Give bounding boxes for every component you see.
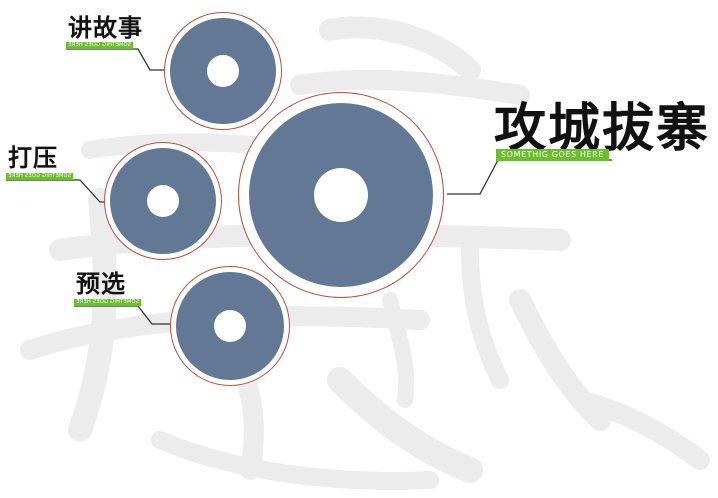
leader-select <box>74 305 170 325</box>
fight-tag: SOMETHIG GOES HERE <box>6 173 74 180</box>
leader-main <box>447 159 612 195</box>
select-title: 预选 <box>76 270 126 298</box>
fight-title: 打压 <box>8 144 58 172</box>
main-tag: SOMETHIG GOES HERE <box>496 149 609 161</box>
fight-hole <box>147 185 179 217</box>
story-hole <box>207 55 239 87</box>
main-hole <box>314 168 368 222</box>
story-title: 讲故事 <box>68 14 143 42</box>
leader-story <box>66 48 166 71</box>
story-tag: SOMETHIG GOES HERE <box>66 42 134 49</box>
select-hole <box>214 310 246 342</box>
select-tag: SOMETHIG GOES HERE <box>74 299 142 306</box>
leader-fight <box>6 179 110 203</box>
